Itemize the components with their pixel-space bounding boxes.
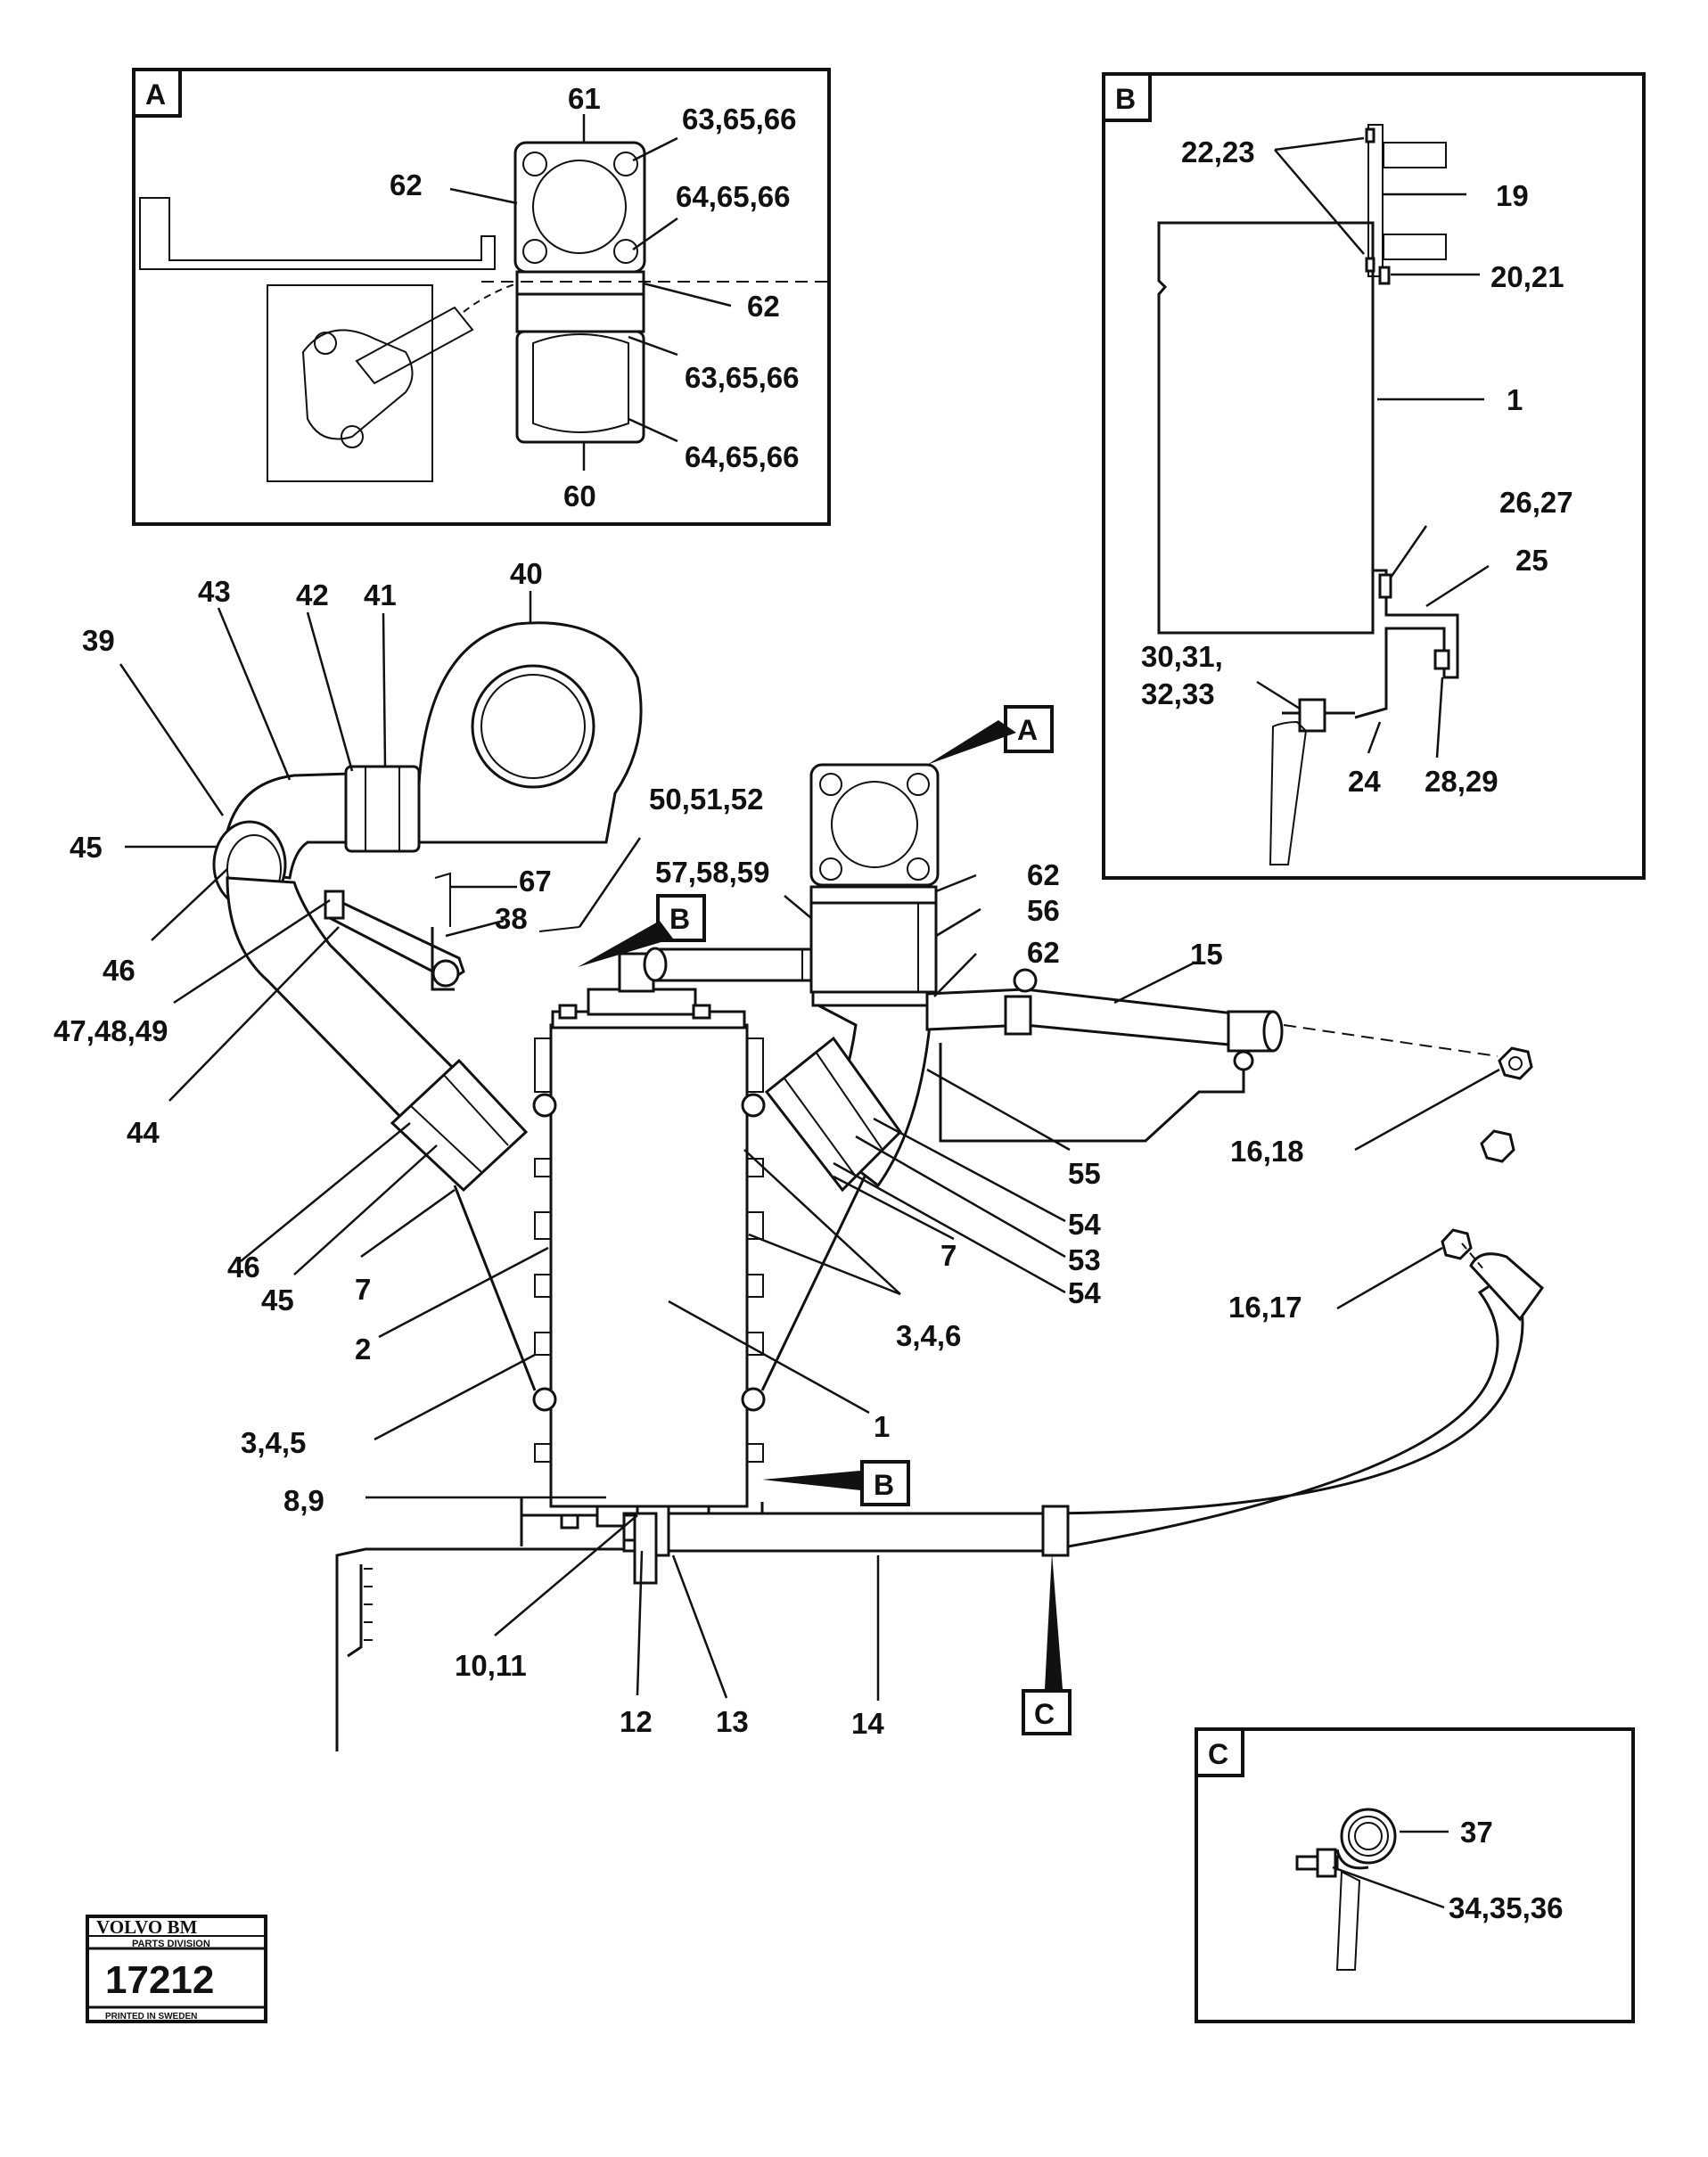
detail-a-letter: A — [145, 78, 166, 111]
label-24: 24 — [1348, 765, 1381, 798]
stamp-printed: PRINTED IN SWEDEN — [105, 2012, 197, 2022]
label-55: 55 — [1068, 1157, 1101, 1190]
callout-c: C — [1022, 1553, 1072, 1735]
label-3-4-6: 3,4,6 — [896, 1319, 961, 1352]
label-1-detail-b: 1 — [1507, 383, 1523, 416]
label-34-35-36: 34,35,36 — [1449, 1891, 1563, 1924]
label-46-b: 46 — [227, 1251, 260, 1284]
label-1-main: 1 — [874, 1410, 890, 1443]
nut-16-17 — [1441, 1228, 1473, 1260]
detail-c-letter: C — [1208, 1738, 1228, 1770]
label-64-65-66-a: 64,65,66 — [676, 180, 790, 213]
label-16-18: 16,18 — [1230, 1135, 1304, 1168]
label-2: 2 — [355, 1333, 371, 1366]
label-62-a: 62 — [390, 168, 423, 201]
label-28-29: 28,29 — [1425, 765, 1499, 798]
svg-text:B: B — [874, 1469, 894, 1501]
label-16-17: 16,17 — [1228, 1291, 1302, 1324]
stamp-number: 17212 — [105, 1958, 214, 2002]
label-62-main-b: 62 — [1027, 936, 1060, 969]
label-56: 56 — [1027, 894, 1060, 927]
volvo-bm-parts-stamp: VOLVO BM PARTS DIVISION 17212 PRINTED IN… — [86, 1915, 267, 2023]
label-26-27: 26,27 — [1499, 486, 1573, 519]
svg-text:C: C — [1034, 1698, 1055, 1730]
label-45-a: 45 — [70, 831, 103, 864]
label-47-48-49: 47,48,49 — [53, 1014, 168, 1047]
label-14: 14 — [851, 1707, 884, 1740]
label-32-33: 32,33 — [1141, 677, 1215, 710]
label-37: 37 — [1460, 1816, 1493, 1849]
label-8-9: 8,9 — [283, 1484, 324, 1517]
detail-b-filter-housing — [1157, 124, 1459, 865]
label-20-21: 20,21 — [1490, 260, 1564, 293]
detail-a-panel: A 61 62 — [132, 68, 831, 526]
nut-16-18 — [1480, 1046, 1533, 1163]
label-62-b: 62 — [747, 290, 780, 323]
label-39: 39 — [82, 624, 115, 657]
detail-c-panel: C 37 34,35,36 — [1195, 1727, 1635, 2023]
label-60: 60 — [563, 480, 596, 513]
label-42: 42 — [296, 578, 329, 611]
label-19: 19 — [1496, 179, 1529, 212]
filter-body — [532, 988, 766, 1530]
blower-housing — [417, 621, 643, 844]
svg-text:B: B — [669, 903, 690, 935]
label-30-31: 30,31, — [1141, 640, 1223, 673]
detail-b-letter: B — [1115, 83, 1136, 115]
label-46-a: 46 — [103, 954, 135, 987]
svg-text:A: A — [1017, 714, 1038, 746]
detail-a-flange-stack — [481, 141, 829, 444]
outlet-stack — [809, 763, 940, 1007]
label-10-11: 10,11 — [455, 1649, 527, 1682]
label-3-4-5: 3,4,5 — [241, 1426, 306, 1459]
label-25: 25 — [1515, 544, 1548, 577]
label-43: 43 — [198, 575, 231, 608]
callout-b-top: B — [578, 894, 706, 967]
detail-c-clamp — [1295, 1808, 1397, 1971]
label-38: 38 — [495, 902, 528, 935]
label-50-51-52: 50,51,52 — [649, 783, 763, 816]
main-assembly: A B B C — [53, 557, 1545, 1751]
label-54-a: 54 — [1068, 1208, 1101, 1241]
stamp-division: PARTS DIVISION — [132, 1939, 210, 1949]
label-67: 67 — [519, 865, 552, 898]
label-54-b: 54 — [1068, 1276, 1101, 1309]
label-12: 12 — [620, 1705, 653, 1738]
label-7-left: 7 — [355, 1273, 371, 1306]
label-13: 13 — [716, 1705, 749, 1738]
label-63-65-66-b: 63,65,66 — [685, 361, 799, 394]
callout-b-bottom: B — [762, 1460, 910, 1506]
label-61: 61 — [568, 82, 601, 115]
callout-a: A — [927, 705, 1054, 765]
label-7-right: 7 — [940, 1239, 957, 1272]
label-44: 44 — [127, 1116, 160, 1149]
left-coupling — [390, 1058, 529, 1193]
detail-b-panel: B 22,23 19 20,21 1 26,27 — [1102, 72, 1646, 880]
label-15: 15 — [1190, 938, 1223, 971]
label-41: 41 — [364, 578, 397, 611]
label-63-65-66-a: 63,65,66 — [682, 103, 796, 135]
stamp-brand: VOLVO BM — [96, 1916, 197, 1938]
label-22-23: 22,23 — [1181, 135, 1255, 168]
label-40: 40 — [510, 557, 543, 590]
label-62-main-a: 62 — [1027, 858, 1060, 891]
label-53: 53 — [1068, 1243, 1101, 1276]
label-45-b: 45 — [261, 1284, 294, 1316]
label-64-65-66-b: 64,65,66 — [685, 440, 799, 473]
label-57-58-59: 57,58,59 — [655, 856, 769, 889]
